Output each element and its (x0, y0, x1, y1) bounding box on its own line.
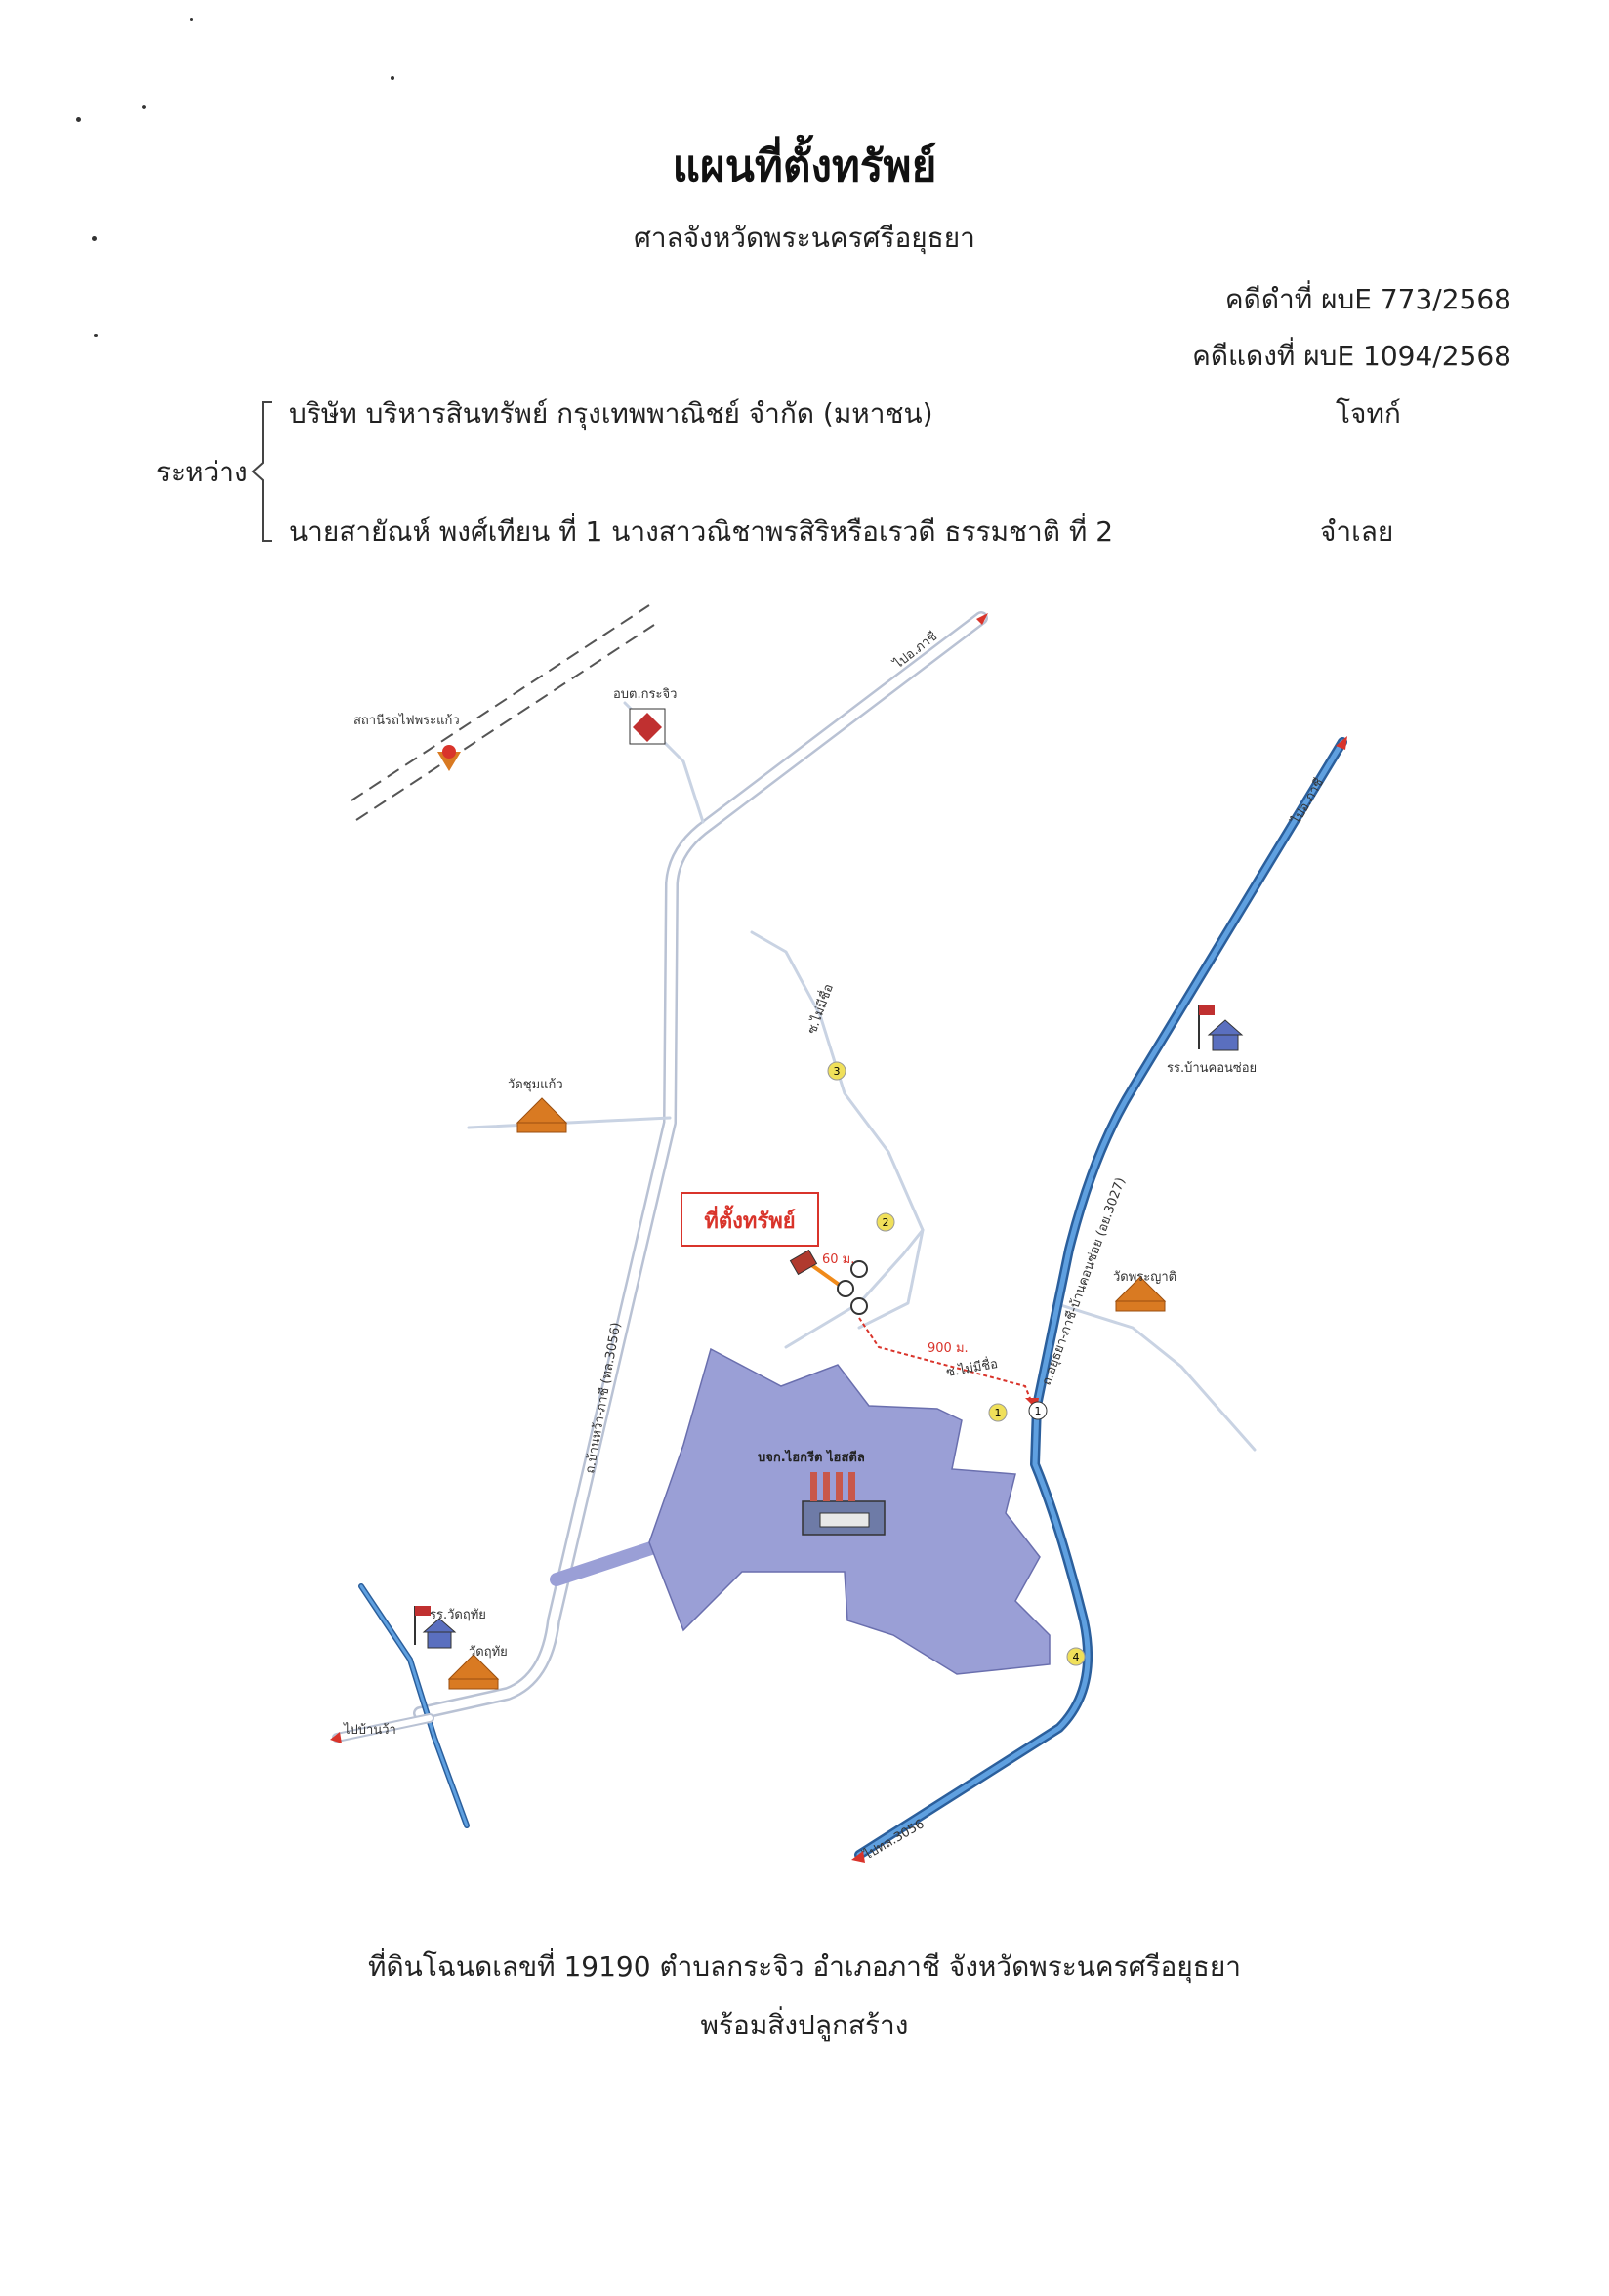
temple-icon (447, 1654, 500, 1690)
page-title: แผนที่ตั้งทรัพย์ (672, 142, 937, 191)
direction-arrows (330, 613, 1347, 1863)
highway-3027 (854, 737, 1347, 1860)
to-phachi-right-label: ไปอ.ภาชี (1288, 775, 1327, 828)
station-label: สถานีรถไฟพระแก้ว (353, 713, 460, 728)
to-ayutthaya-label: ไปทล.3056 (860, 1816, 927, 1864)
soi-unnamed (750, 930, 925, 1330)
wat-chumkaeo-label: วัดชุมแก้ว (508, 1078, 563, 1092)
roundabout-icon (837, 1260, 868, 1315)
waypoint-marker (876, 1212, 895, 1232)
school-icon (1198, 1005, 1244, 1051)
scan-speck (190, 18, 193, 20)
sao-label: อบต.กระจิว (613, 687, 677, 702)
between-label: ระหว่าง (156, 456, 248, 488)
school-icon (414, 1606, 457, 1649)
route-900m (858, 1317, 1034, 1407)
temple-icon (1114, 1276, 1167, 1312)
land-deed-description: ที่ดินโฉนดเลขที่ 19190 ตำบลกระจิว อำเภอภ… (368, 1950, 1241, 1983)
scan-speck (92, 236, 97, 241)
waypoint-label: 2 (883, 1216, 889, 1229)
plaintiff-role: โจทก์ (1336, 397, 1401, 430)
railway-line (351, 604, 655, 821)
red-case-number: คดีแดงที่ ผบE 1094/2568 (1192, 340, 1511, 372)
party-bracket (251, 401, 272, 542)
defendant-role: จำเลย (1320, 515, 1394, 548)
distance-900m-label: 900 ม. (928, 1341, 969, 1356)
train-station-icon (437, 745, 461, 771)
black-case-number: คดีดำที่ ผบE 773/2568 (1224, 283, 1511, 315)
factory-icon (802, 1472, 886, 1536)
wat-ruethai-label: วัดฤทัย (469, 1645, 508, 1660)
waypoint-label: 4 (1073, 1651, 1080, 1663)
road-factory-link (550, 1540, 661, 1586)
plaintiff-name: บริษัท บริหารสินทรัพย์ กรุงเทพพาณิชย์ จำ… (289, 397, 933, 430)
school-ruethai-label: รร.วัดฤทัย (430, 1608, 486, 1622)
waypoint-label: 1 (1035, 1405, 1042, 1417)
buildings-note: พร้อมสิ่งปลูกสร้าง (700, 2009, 909, 2041)
location-map: ที่ตั้งทรัพย์ 1 2 3 (330, 604, 1347, 1864)
waypoint-marker (1066, 1647, 1086, 1666)
waypoint-label: 1 (995, 1407, 1002, 1419)
road-left-label: ถ.บ้านหว้า-ภาชี (ทล.3056) (582, 1321, 624, 1474)
school-khonsoi-label: รร.บ้านคอนซ่อย (1167, 1061, 1257, 1076)
court-name: ศาลจังหวัดพระนครศรีอยุธยา (634, 222, 975, 254)
waypoint-marker (988, 1403, 1008, 1422)
waypoint-marker (1028, 1401, 1048, 1420)
waypoint-label: 3 (834, 1065, 841, 1078)
scan-speck (142, 105, 146, 109)
property-marker-label: ที่ตั้งทรัพย์ (704, 1205, 795, 1234)
defendant-name: นายสายัณห์ พงศ์เทียน ที่ 1 นางสาวณิชาพรส… (289, 515, 1114, 548)
wat-phrayat-label: วัดพระญาติ (1113, 1270, 1176, 1285)
to-ban-wa-label: ไปบ้านว้า (343, 1722, 396, 1738)
factory-label: บจก.ไฮกรีต ไฮสตีล (758, 1449, 865, 1465)
property-marker: ที่ตั้งทรัพย์ (681, 1192, 819, 1276)
sao-emblem-icon (629, 708, 666, 745)
waypoint-marker (827, 1061, 846, 1081)
soi-label: ซ.ไม่มีชื่อ (804, 982, 837, 1037)
temple-icon (516, 1097, 568, 1133)
scan-speck (391, 76, 394, 80)
road-wat-chumkaeo (467, 1116, 672, 1129)
distance-60m-label: 60 ม. (822, 1252, 854, 1267)
scan-speck (94, 334, 98, 337)
scan-speck (76, 117, 81, 122)
